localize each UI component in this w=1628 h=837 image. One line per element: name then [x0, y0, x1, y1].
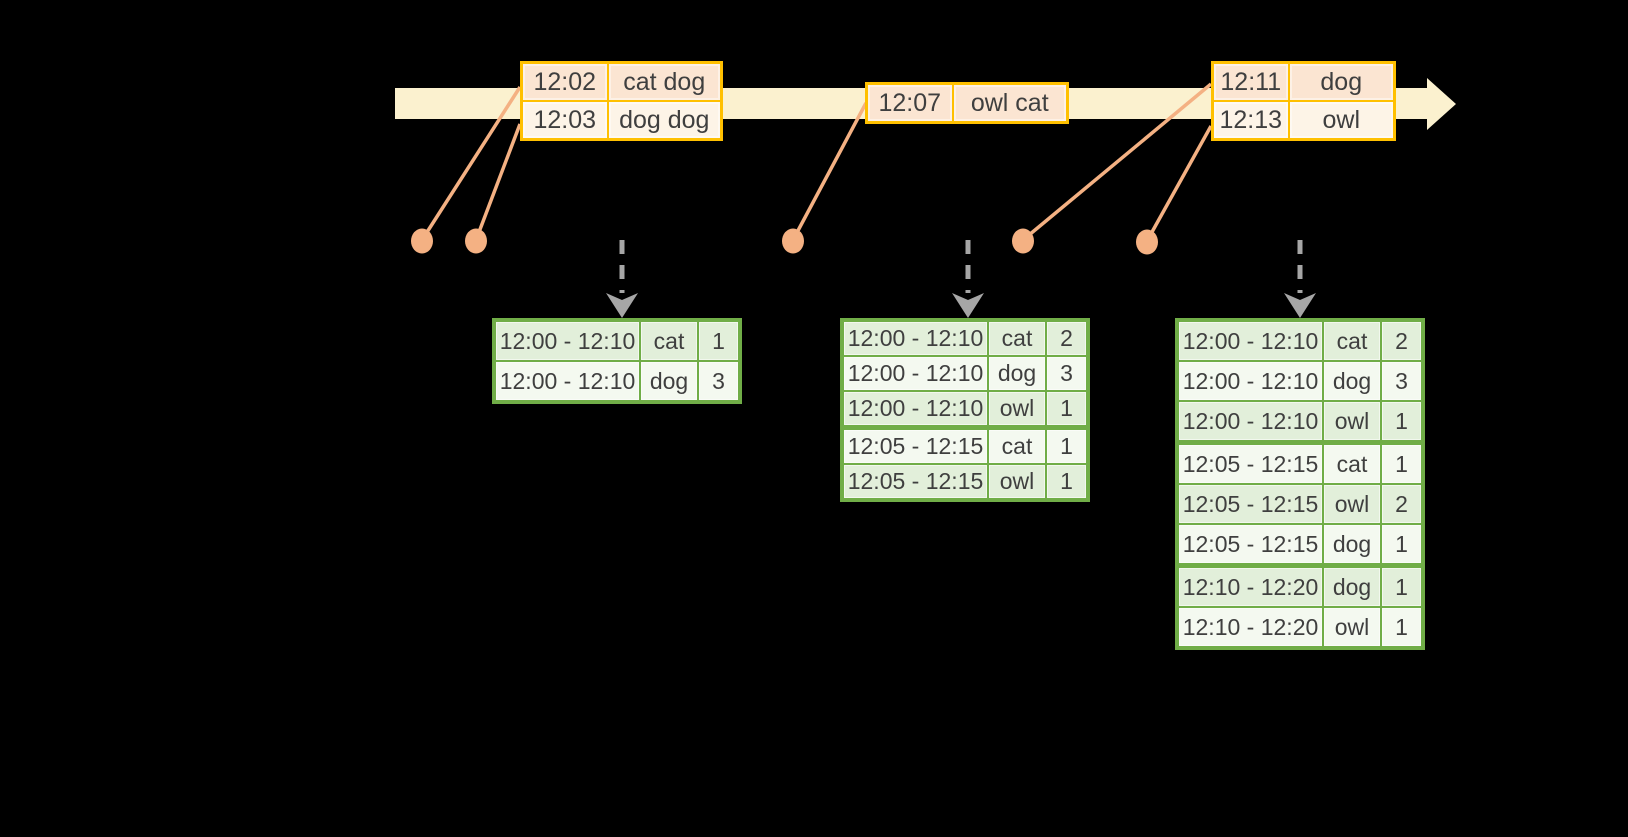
word-cell: owl: [987, 390, 1047, 430]
event-row: 12:03 dog dog: [520, 100, 723, 141]
event-dots: [411, 228, 1158, 255]
event-words: owl cat: [951, 82, 1069, 124]
event-words: dog dog: [606, 100, 723, 141]
result-row: 12:10 - 12:20 owl 1: [1176, 606, 1424, 649]
word-cell: owl: [1322, 606, 1382, 649]
window-cell: 12:00 - 12:10: [493, 360, 641, 403]
count-cell: 3: [1380, 360, 1424, 402]
count-cell: 1: [697, 319, 741, 362]
result-row: 12:00 - 12:10 dog 3: [1176, 360, 1424, 402]
result-row: 12:00 - 12:10 cat 2: [1176, 319, 1424, 362]
event-time: 12:02: [520, 61, 609, 102]
timeline-arrowhead-icon: [1427, 78, 1456, 130]
window-cell: 12:00 - 12:10: [1176, 360, 1324, 402]
count-cell: 1: [1380, 606, 1424, 649]
window-cell: 12:10 - 12:20: [1176, 606, 1324, 649]
result-row: 12:00 - 12:10 dog 3: [841, 355, 1089, 392]
word-cell: dog: [639, 360, 699, 403]
connector-line: [791, 102, 868, 241]
count-cell: 1: [1380, 441, 1424, 485]
result-table-3: 12:00 - 12:10 cat 2 12:00 - 12:10 dog 3 …: [1175, 318, 1425, 650]
event-words: cat dog: [606, 61, 723, 102]
count-cell: 3: [697, 360, 741, 403]
event-row: 12:11 dog: [1211, 61, 1396, 102]
event-dot: [465, 228, 487, 254]
word-cell: owl: [1322, 400, 1382, 445]
result-row: 12:00 - 12:10 cat 2: [841, 319, 1089, 357]
window-cell: 12:05 - 12:15: [1176, 523, 1324, 568]
event-table-3: 12:11 dog 12:13 owl: [1211, 61, 1396, 141]
window-cell: 12:00 - 12:10: [841, 319, 989, 357]
word-cell: owl: [1322, 483, 1382, 525]
event-time: 12:07: [865, 82, 954, 124]
word-cell: dog: [1322, 564, 1382, 608]
window-cell: 12:00 - 12:10: [1176, 400, 1324, 445]
trigger-arrowhead-icon: [606, 293, 638, 318]
count-cell: 2: [1045, 319, 1089, 357]
count-cell: 1: [1380, 564, 1424, 608]
count-cell: 1: [1045, 390, 1089, 430]
event-row: 12:02 cat dog: [520, 61, 723, 102]
window-cell: 12:05 - 12:15: [841, 463, 989, 501]
event-table-1: 12:02 cat dog 12:03 dog dog: [520, 61, 723, 141]
event-row: 12:13 owl: [1211, 100, 1396, 141]
event-dot: [782, 228, 804, 254]
trigger-arrowhead-icon: [952, 293, 984, 318]
event-dot: [1012, 228, 1034, 254]
event-time: 12:11: [1211, 61, 1290, 102]
count-cell: 2: [1380, 319, 1424, 362]
window-cell: 12:00 - 12:10: [841, 355, 989, 392]
event-words: dog: [1287, 61, 1396, 102]
result-row: 12:00 - 12:10 cat 1: [493, 319, 741, 362]
window-cell: 12:05 - 12:15: [841, 426, 989, 465]
result-row: 12:05 - 12:15 cat 1: [1176, 441, 1424, 485]
window-cell: 12:00 - 12:10: [1176, 319, 1324, 362]
word-cell: dog: [987, 355, 1047, 392]
result-row: 12:00 - 12:10 dog 3: [493, 360, 741, 403]
event-row: 12:07 owl cat: [865, 82, 1069, 124]
result-row: 12:00 - 12:10 owl 1: [1176, 400, 1424, 445]
count-cell: 2: [1380, 483, 1424, 525]
word-cell: cat: [987, 319, 1047, 357]
result-row: 12:05 - 12:15 owl 2: [1176, 483, 1424, 525]
count-cell: 1: [1045, 426, 1089, 465]
window-cell: 12:05 - 12:15: [1176, 441, 1324, 485]
trigger-arrowhead-icon: [1284, 293, 1316, 318]
result-row: 12:10 - 12:20 dog 1: [1176, 564, 1424, 608]
count-cell: 1: [1380, 400, 1424, 445]
event-time: 12:13: [1211, 100, 1290, 141]
word-cell: cat: [1322, 319, 1382, 362]
event-dot: [1136, 229, 1158, 255]
event-dot: [411, 228, 433, 254]
event-words: owl: [1287, 100, 1396, 141]
count-cell: 1: [1380, 523, 1424, 568]
word-cell: dog: [1322, 360, 1382, 402]
word-cell: cat: [987, 426, 1047, 465]
connector-line: [474, 123, 522, 241]
word-cell: cat: [1322, 441, 1382, 485]
event-table-2: 12:07 owl cat: [865, 82, 1069, 124]
result-row: 12:05 - 12:15 dog 1: [1176, 523, 1424, 568]
window-cell: 12:05 - 12:15: [1176, 483, 1324, 525]
result-table-2: 12:00 - 12:10 cat 2 12:00 - 12:10 dog 3 …: [840, 318, 1090, 502]
count-cell: 3: [1045, 355, 1089, 392]
event-time: 12:03: [520, 100, 609, 141]
window-cell: 12:00 - 12:10: [841, 390, 989, 430]
word-cell: cat: [639, 319, 699, 362]
window-cell: 12:10 - 12:20: [1176, 564, 1324, 608]
connector-line: [1145, 125, 1213, 242]
count-cell: 1: [1045, 463, 1089, 501]
window-cell: 12:00 - 12:10: [493, 319, 641, 362]
result-row: 12:05 - 12:15 cat 1: [841, 426, 1089, 465]
trigger-arrows: [606, 240, 1316, 318]
result-row: 12:05 - 12:15 owl 1: [841, 463, 1089, 501]
word-cell: dog: [1322, 523, 1382, 568]
result-row: 12:00 - 12:10 owl 1: [841, 390, 1089, 430]
word-cell: owl: [987, 463, 1047, 501]
result-table-1: 12:00 - 12:10 cat 1 12:00 - 12:10 dog 3: [492, 318, 742, 404]
